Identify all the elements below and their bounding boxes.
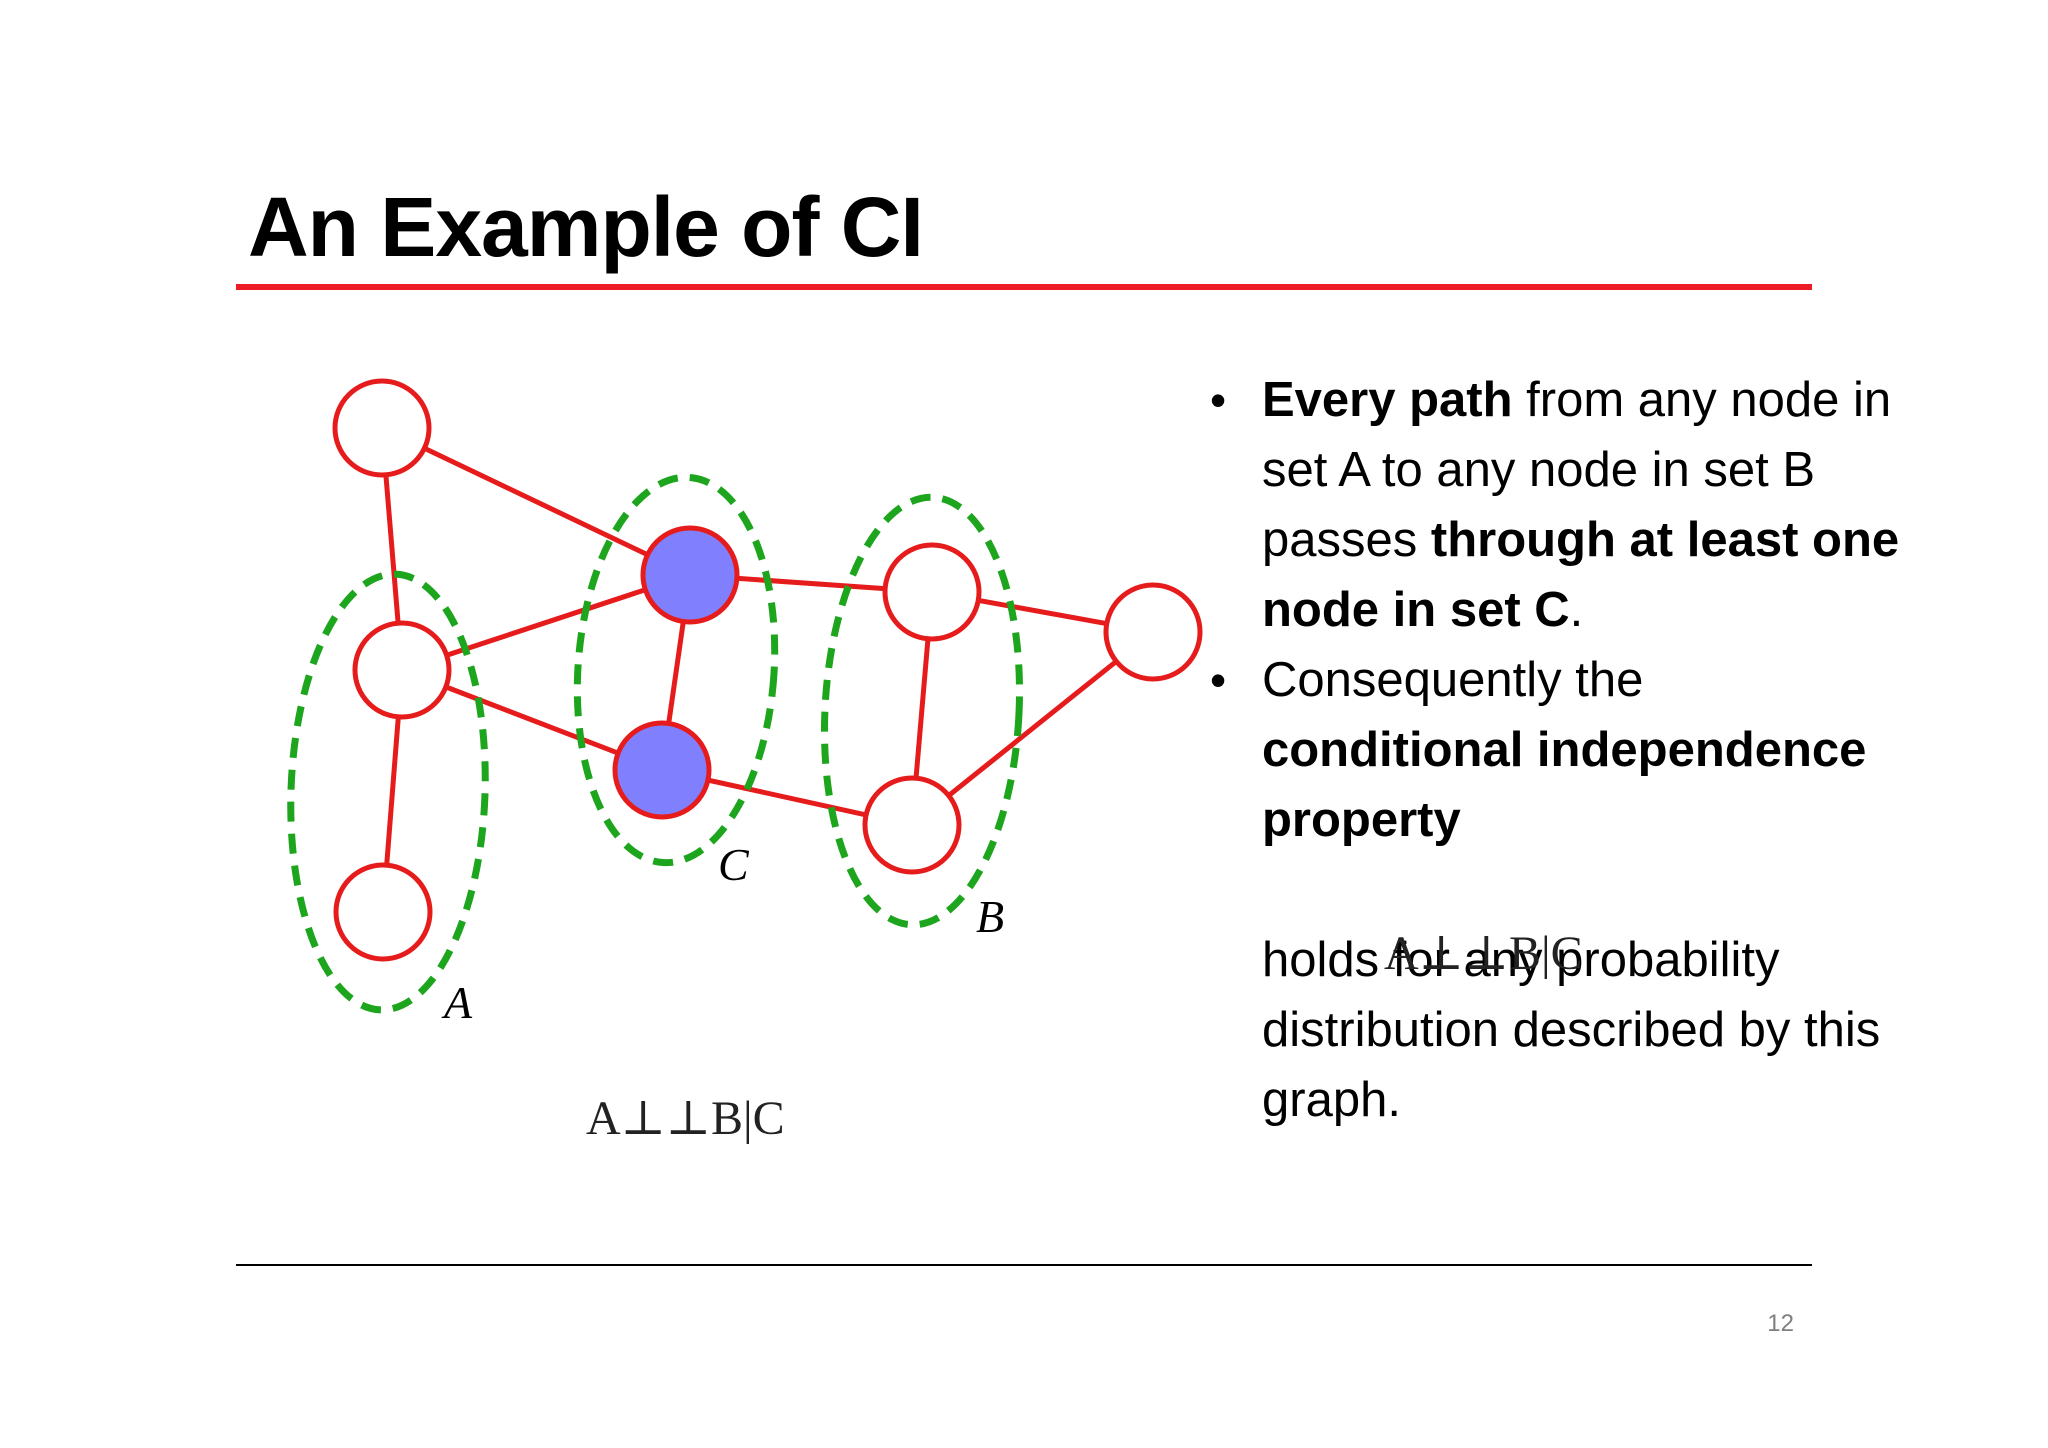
edge-a1-c1	[401, 572, 691, 673]
node-top-left	[332, 378, 432, 478]
set-a-ellipse	[287, 570, 489, 1014]
bullet-1-text-2: .	[1569, 583, 1584, 637]
graph-nodes	[332, 378, 1203, 962]
bullet-item-1: • Every path from any node in set A to an…	[1210, 365, 1910, 645]
node-a2	[333, 862, 433, 962]
formula-spacer	[1262, 855, 1910, 925]
set-a-label: A	[441, 977, 473, 1028]
edge-b2-right	[910, 630, 1155, 827]
edge-top-c1	[380, 425, 692, 578]
node-b1	[882, 542, 982, 642]
page-number: 12	[1767, 1310, 1794, 1337]
footer-rule	[236, 1264, 1812, 1266]
ci-formula-diagram: A⊥⊥B|C	[586, 1092, 785, 1145]
node-right	[1103, 582, 1203, 682]
bullet-list: • Every path from any node in set A to an…	[1210, 365, 1910, 1135]
node-a1	[352, 620, 452, 720]
slide-title: An Example of CI	[248, 180, 924, 274]
graph-edges	[379, 425, 1155, 913]
set-b-label: B	[976, 891, 1004, 942]
bullet-2-text-2: holds for any probability distribution d…	[1262, 933, 1881, 1127]
set-c-label: C	[718, 839, 750, 890]
node-c2	[612, 720, 712, 820]
node-c1	[640, 525, 740, 625]
bullet-item-2: • Consequently the conditional independen…	[1210, 645, 1910, 1135]
bullet-marker: •	[1210, 374, 1227, 426]
bullet-1-bold-2: through at least one node in set C	[1262, 513, 1900, 637]
bullet-1-bold-1: Every path	[1262, 373, 1513, 427]
set-c-ellipse	[573, 473, 779, 867]
ci-formula-text: A⊥⊥B|C	[1384, 927, 1583, 980]
title-underline	[236, 284, 1812, 290]
set-b-ellipse	[820, 493, 1024, 929]
bullet-2-bold-1: conditional independence property	[1262, 723, 1867, 847]
node-b2	[862, 775, 962, 875]
bullet-2-text-1: Consequently the	[1262, 653, 1644, 707]
bullet-marker: •	[1210, 654, 1227, 706]
bullet-1-text-1: from any node in set A to any node in se…	[1262, 373, 1892, 567]
